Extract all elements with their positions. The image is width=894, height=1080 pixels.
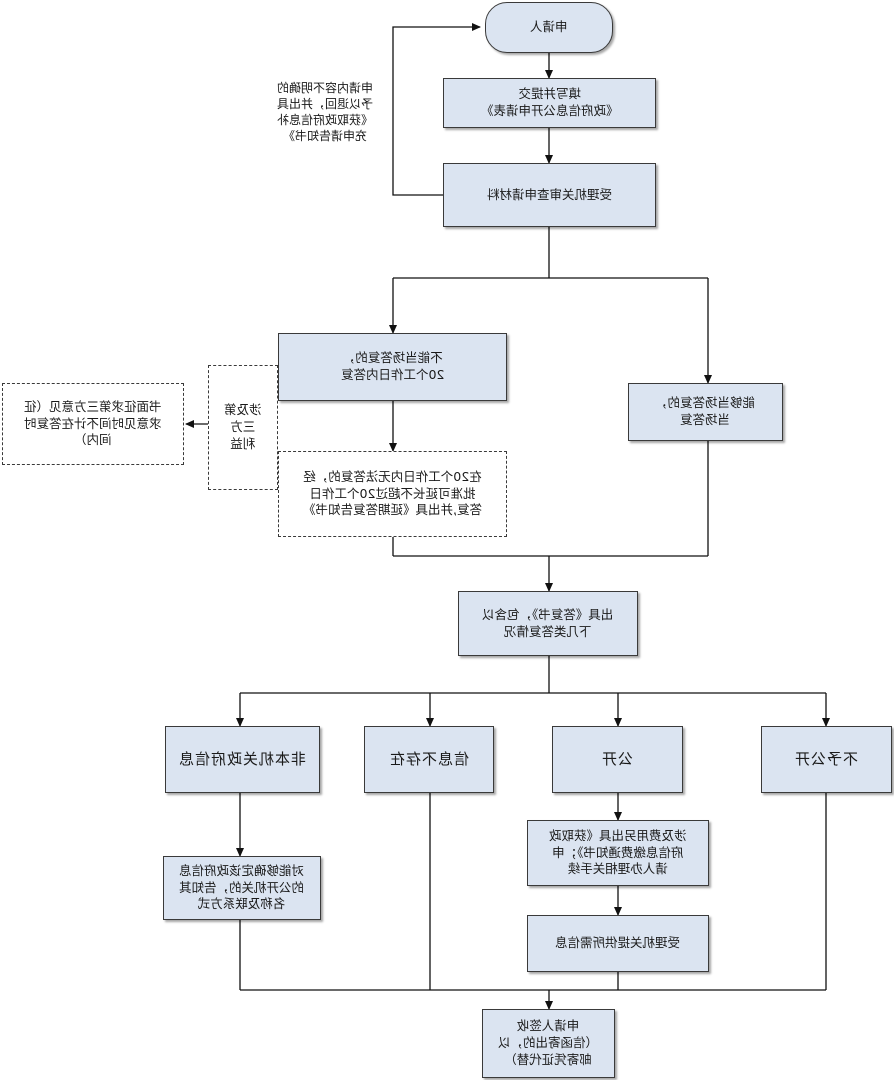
cannot-answer-label: 不能当场答复的， 20个工作日内答复 [340,350,445,382]
third-party-node: 涉及第 三方 利益 [208,365,278,490]
inform-agency-node: 对能够确定该政府信息 的公开机关的，告知其 名称及联系方式 [163,856,321,920]
non-agency-info-node: 非本机关政府信息 [165,726,320,793]
inform-agency-label: 对能够确定该政府信息 的公开机关的，告知其 名称及联系方式 [179,862,305,912]
info-not-exist-label: 信息不存在 [388,750,469,769]
not-public-node: 不予公开 [761,726,892,793]
extension-label: 在20个工作日内无法答复的，经 批准可延长不超过20个工作日 答复,并出具《延期… [303,468,482,518]
cannot-answer-node: 不能当场答复的， 20个工作日内答复 [278,333,507,401]
arrow-return-loop [392,23,481,196]
fill-submit-label: 填写并提交 《政府信息公开申请表》 [480,86,619,118]
issue-reply-label: 出具《答复书》，包含以 下几类答复情况 [482,606,614,639]
can-answer-label: 能够当场答复的， 当场答复 [655,395,756,427]
can-answer-node: 能够当场答复的， 当场答复 [628,383,783,441]
sign-receive-label: 申请人签收 （信函寄出的，以 邮寄凭证代替） [498,1018,599,1067]
extension-node: 在20个工作日内无法答复的，经 批准可延长不超过20个工作日 答复,并出具《延期… [278,451,507,537]
provide-info-label: 受理机关提供所需信息 [555,935,681,951]
fill-submit-node: 填写并提交 《政府信息公开申请表》 [443,78,656,128]
public-node: 公开 [552,726,683,793]
third-party-note-label: 书面征求第三方意见（征 求意见时间不计在答复时 间内） [24,398,162,448]
fee-notice-node: 涉及费用另出具《获取政 府信息缴费通知书》；申 请人办理相关手续 [527,820,709,886]
third-party-label: 涉及第 三方 利益 [224,402,262,451]
public-label: 公开 [601,750,634,769]
fee-notice-label: 涉及费用另出具《获取政 府信息缴费通知书》；申 请人办理相关手续 [549,827,687,877]
return-note: 申请内容不明确的 予以退回，并出具 《获取政府信息补 充申请告知书》 [260,72,390,152]
applicant-label: 申请人 [530,19,568,35]
issue-reply-node: 出具《答复书》，包含以 下几类答复情况 [458,591,638,656]
return-note-label: 申请内容不明确的 予以退回，并出具 《获取政府信息补 充申请告知书》 [276,80,373,144]
non-agency-info-label: 非本机关政府信息 [178,750,307,769]
review-label: 受理机关审查申请材料 [486,186,612,202]
review-node: 受理机关审查申请材料 [443,163,656,227]
info-not-exist-node: 信息不存在 [364,726,494,793]
not-public-label: 不予公开 [794,750,859,769]
sign-receive-node: 申请人签收 （信函寄出的，以 邮寄凭证代替） [482,1009,615,1078]
provide-info-node: 受理机关提供所需信息 [527,915,709,972]
third-party-note-node: 书面征求第三方意见（征 求意见时间不计在答复时 间内） [2,383,184,465]
applicant-node: 申请人 [485,2,613,53]
